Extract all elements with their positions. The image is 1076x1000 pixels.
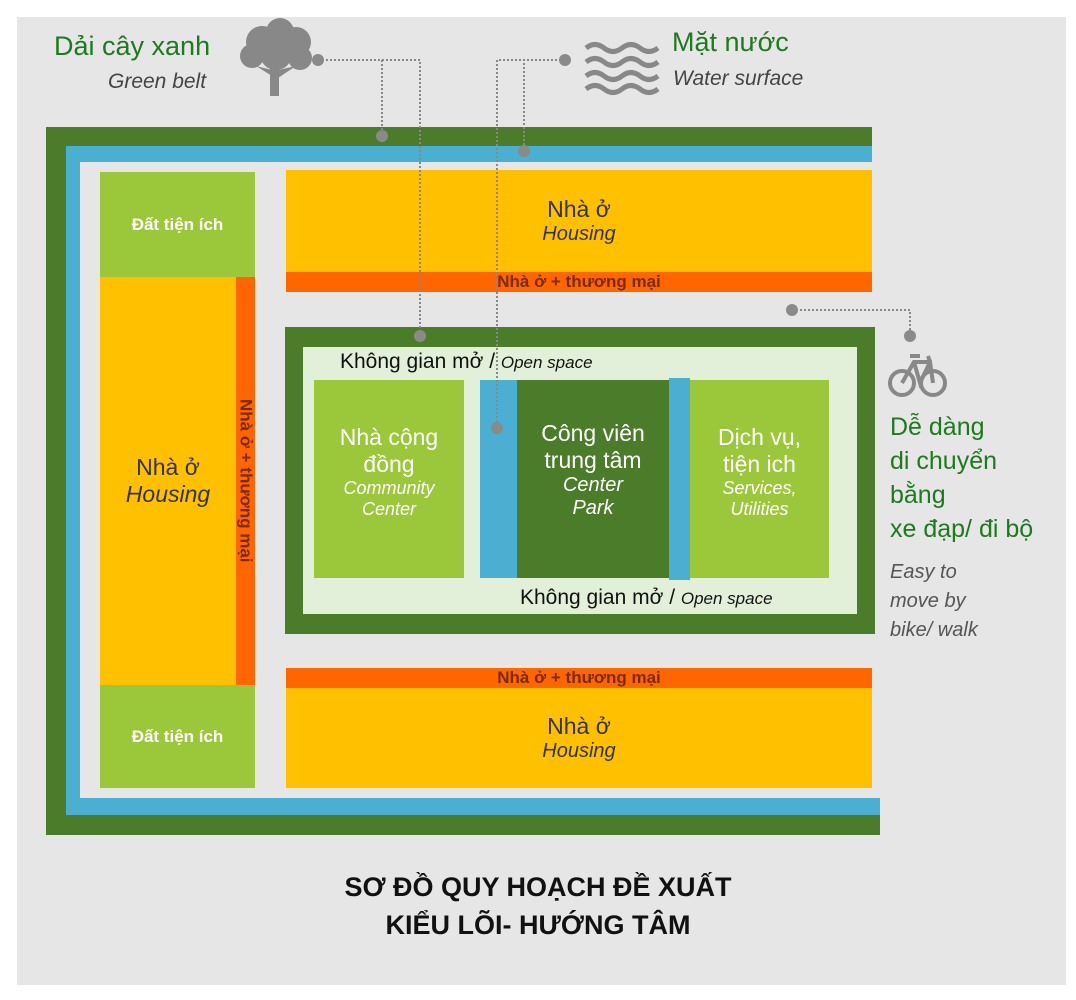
housing-commercial-bottom: Nhà ở + thương mại xyxy=(286,668,872,688)
water-surface-bottom xyxy=(66,798,880,815)
water-channel-right xyxy=(669,378,690,580)
services-vi-2: tiện ich xyxy=(723,451,796,477)
water-label-en: Water surface xyxy=(673,67,804,90)
bike-label-vi: Dễ dàng di chuyển bằng xe đạp/ đi bộ xyxy=(890,410,1033,546)
water-icon xyxy=(584,42,660,95)
center-park: Công viên trung tâm Center Park xyxy=(517,380,669,578)
park-en-1: Center xyxy=(562,474,624,496)
open-space-en: Open space xyxy=(500,353,593,372)
housing-commercial-label: Nhà ở + thương mại xyxy=(497,272,661,291)
housing-label-vi: Nhà ở xyxy=(136,454,200,480)
utility-land-bottom: Đất tiện ích xyxy=(100,685,255,788)
green-belt-leader xyxy=(318,59,421,335)
utility-land-top: Đất tiện ích xyxy=(100,172,255,277)
tree-icon xyxy=(240,18,312,96)
services-vi-1: Dịch vụ, xyxy=(717,424,802,450)
housing-label-en: Housing xyxy=(125,481,211,507)
utility-land-label: Đất tiện ích xyxy=(131,214,224,234)
diagram-title-line1: SƠ ĐỒ QUY HOẠCH ĐỀ XUẤT xyxy=(344,872,732,902)
green-belt-label-vi: Dải cây xanh xyxy=(54,31,211,61)
housing-commercial-label: Nhà ở + thương mại xyxy=(236,399,256,563)
bike-label-en: Easy to move by bike/ walk xyxy=(890,558,978,645)
water-channel-left xyxy=(480,380,517,578)
open-space-label-top: Không gian mở / Open space xyxy=(340,350,593,374)
housing-left: Nhà ở Housing xyxy=(100,277,236,685)
park-vi-1: Công viên xyxy=(541,420,645,446)
housing-bottom: Nhà ở Housing xyxy=(286,688,872,788)
water-leader-2 xyxy=(523,59,565,150)
utility-land-label: Đất tiện ích xyxy=(131,726,224,746)
community-en-2: Center xyxy=(361,499,417,519)
open-space-vi: Không gian mở / xyxy=(340,350,496,373)
housing-top: Nhà ở Housing xyxy=(286,170,872,272)
open-space-vi: Không gian mở / xyxy=(520,586,676,609)
community-vi-2: đồng xyxy=(363,451,415,477)
housing-commercial-left: Nhà ở + thương mại xyxy=(236,277,256,685)
services-utilities: Dịch vụ, tiện ich Services, Utilities xyxy=(690,380,829,578)
bike-vi-2: di chuyển xyxy=(890,447,998,475)
water-label-vi: Mặt nước xyxy=(672,27,789,57)
water-leader xyxy=(496,59,565,428)
housing-label-en: Housing xyxy=(542,740,616,762)
park-en-2: Park xyxy=(572,497,614,519)
bike-en-3: bike/ walk xyxy=(890,619,978,641)
community-en-1: Community xyxy=(343,478,435,498)
green-belt-label-en: Green belt xyxy=(108,70,207,93)
park-vi-2: trung tâm xyxy=(544,447,642,473)
open-space-en: Open space xyxy=(680,589,773,608)
housing-commercial-label: Nhà ở + thương mại xyxy=(497,668,661,687)
housing-label-vi: Nhà ở xyxy=(547,196,611,222)
services-en-1: Services, xyxy=(722,478,797,498)
services-en-2: Utilities xyxy=(730,499,789,519)
diagram-title-line2: KIỂU LÕI- HƯỚNG TÂM xyxy=(385,910,691,940)
bicycle-icon xyxy=(888,354,947,397)
open-space-label-bottom: Không gian mở / Open space xyxy=(520,586,773,610)
housing-commercial-top: Nhà ở + thương mại xyxy=(286,272,872,292)
bike-en-2: move by xyxy=(890,590,966,612)
bike-vi-1: Dễ dàng xyxy=(890,413,985,441)
housing-label-vi: Nhà ở xyxy=(547,713,611,739)
community-vi-1: Nhà cộng xyxy=(339,424,439,450)
bike-en-1: Easy to xyxy=(890,561,957,583)
bike-leader xyxy=(792,309,911,335)
bike-vi-4: xe đạp/ đi bộ xyxy=(890,515,1034,543)
housing-label-en: Housing xyxy=(542,223,616,245)
bike-vi-3: bằng xyxy=(890,481,946,509)
community-center: Nhà cộng đồng Community Center xyxy=(314,380,464,578)
